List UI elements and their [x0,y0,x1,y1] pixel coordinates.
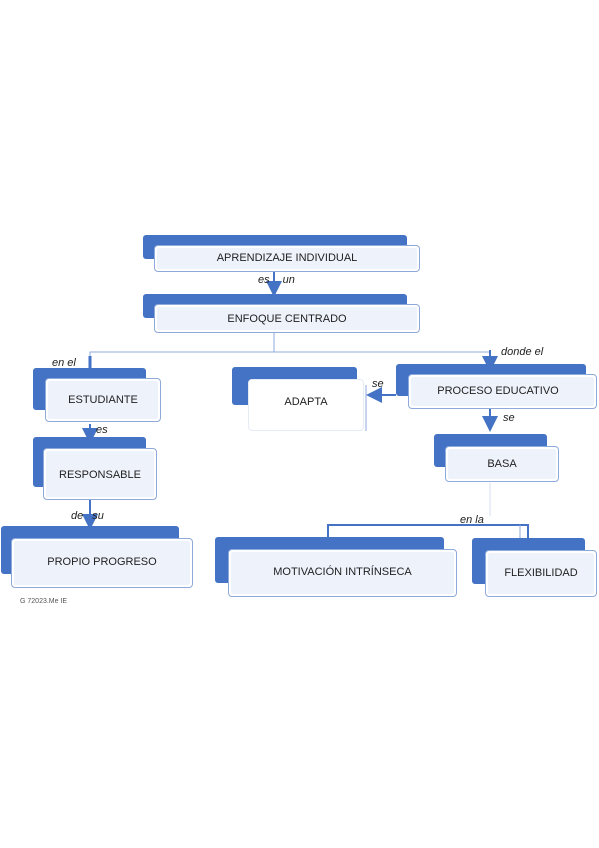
node-label: PROCESO EDUCATIVO [437,385,559,397]
node-responsable: RESPONSABLE [33,437,159,502]
node-label: PROPIO PROGRESO [47,556,157,568]
line-enfoque-proceso [274,351,491,364]
node-basa: BASA [434,434,560,484]
node-label: APRENDIZAJE INDIVIDUAL [216,252,358,264]
node-adapta: ADAPTA [232,367,367,432]
link-label-en-la: en la [460,514,484,526]
node-label: RESPONSABLE [59,469,141,481]
node-estudiante: ESTUDIANTE [33,368,163,424]
link-label-se-basa: se [503,412,515,424]
line-enfoque-estudiante [89,333,275,368]
link-label-en-el: en el [52,357,76,369]
link-label-de-su: de su [71,510,104,522]
node-proceso-educativo: PROCESO EDUCATIVO [396,364,598,410]
node-label: ESTUDIANTE [68,394,138,406]
line-basa-split [327,524,529,540]
link-label-donde-el: donde el [501,346,544,358]
node-label: FLEXIBILIDAD [504,567,578,579]
link-label-es: es [96,424,108,436]
footer-text: G 72023.Me IE [20,598,68,605]
link-label-se-adapta: se [372,378,384,390]
node-propio-progreso: PROPIO PROGRESO [1,526,194,590]
node-label: ADAPTA [284,396,328,408]
node-label: ENFOQUE CENTRADO [227,313,347,325]
node-enfoque-centrado: ENFOQUE CENTRADO [143,294,423,334]
node-flexibilidad: FLEXIBILIDAD [472,538,599,599]
node-aprendizaje-individual: APRENDIZAJE INDIVIDUAL [143,235,423,273]
node-label: MOTIVACIÓN INTRÍNSECA [273,566,412,578]
node-motivacion-intrinseca: MOTIVACIÓN INTRÍNSECA [215,537,459,599]
link-label-es-un: es un [258,274,295,286]
node-label: BASA [487,458,517,470]
